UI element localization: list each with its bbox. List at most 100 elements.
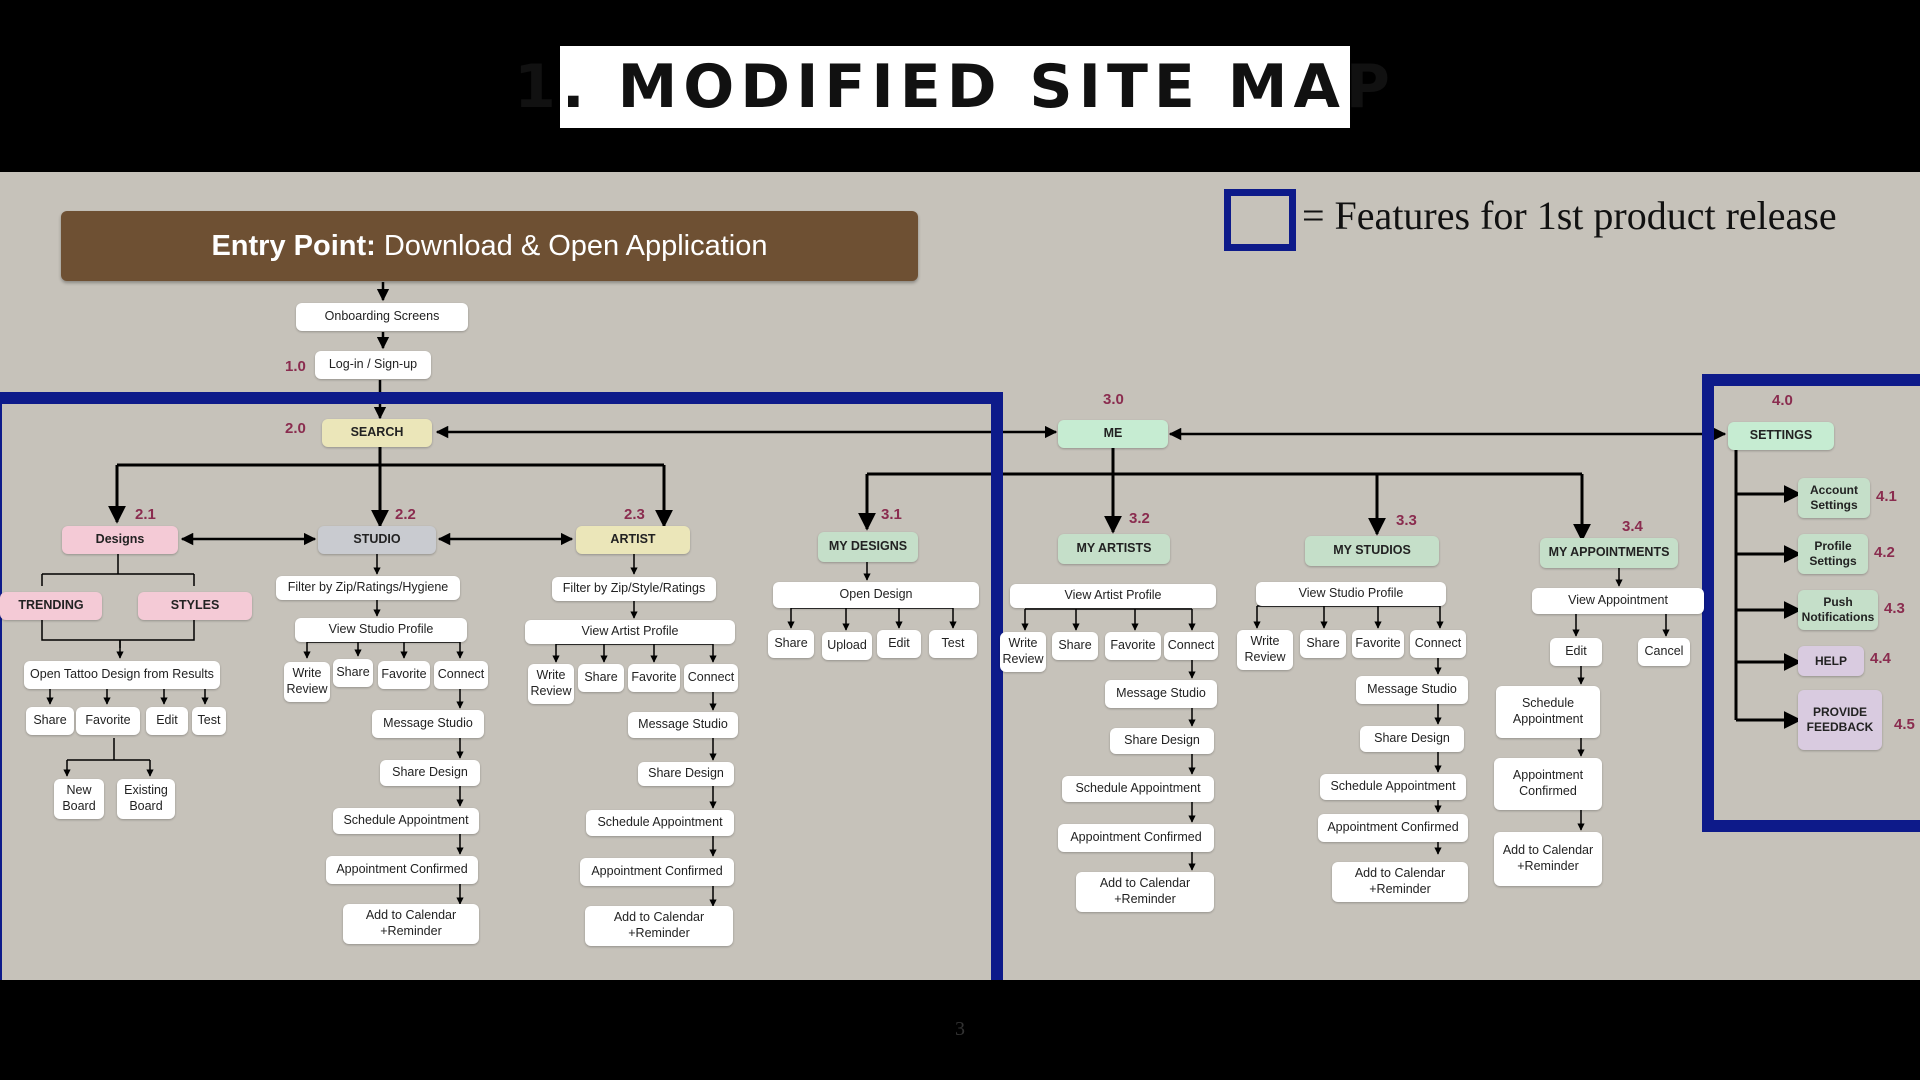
artist-favorite-button[interactable]: Favorite — [628, 664, 680, 692]
studio-add-to-calendar[interactable]: Add to Calendar +Reminder — [343, 904, 479, 944]
account-settings-button[interactable]: Account Settings — [1798, 478, 1870, 518]
artist-filter[interactable]: Filter by Zip/Style/Ratings — [552, 577, 716, 601]
section-number: 2.2 — [395, 506, 416, 523]
studio-filter[interactable]: Filter by Zip/Ratings/Hygiene — [276, 576, 460, 600]
onboarding-screens[interactable]: Onboarding Screens — [296, 303, 468, 331]
view-appointment[interactable]: View Appointment — [1532, 588, 1704, 614]
section-number: 2.1 — [135, 506, 156, 523]
settings-node[interactable]: SETTINGS — [1728, 422, 1834, 450]
push-notifications-button[interactable]: Push Notifications — [1798, 590, 1878, 630]
my-artists-add-to-calendar[interactable]: Add to Calendar +Reminder — [1076, 872, 1214, 912]
studio-favorite-button[interactable]: Favorite — [378, 661, 430, 689]
my-artists-schedule-appointment[interactable]: Schedule Appointment — [1062, 776, 1214, 802]
connector-lines — [41, 282, 1802, 907]
artist-share-button[interactable]: Share — [578, 664, 624, 692]
my-artists-connect-button[interactable]: Connect — [1164, 632, 1218, 660]
styles-node[interactable]: STYLES — [138, 592, 252, 620]
my-designs-upload-button[interactable]: Upload — [822, 632, 872, 660]
my-artists-share-button[interactable]: Share — [1052, 632, 1098, 660]
artist-schedule-appointment[interactable]: Schedule Appointment — [586, 810, 734, 836]
my-appointments-node[interactable]: MY APPOINTMENTS — [1540, 538, 1678, 568]
studio-schedule-appointment[interactable]: Schedule Appointment — [333, 808, 479, 834]
my-studios-add-to-calendar[interactable]: Add to Calendar +Reminder — [1332, 862, 1468, 902]
studio-share-button[interactable]: Share — [333, 659, 373, 687]
designs-edit-button[interactable]: Edit — [146, 707, 188, 735]
section-number: 4.3 — [1884, 600, 1905, 617]
my-studios-share-design[interactable]: Share Design — [1360, 726, 1464, 752]
appointment-edit-button[interactable]: Edit — [1550, 638, 1602, 666]
release-frame-search — [0, 392, 1003, 980]
studio-write-review[interactable]: Write Review — [284, 662, 330, 702]
release-frame-settings — [1702, 374, 1920, 832]
artist-share-design[interactable]: Share Design — [638, 762, 734, 786]
studio-share-design[interactable]: Share Design — [380, 760, 480, 786]
profile-settings-button[interactable]: Profile Settings — [1798, 534, 1868, 574]
appointment-add-to-calendar[interactable]: Add to Calendar +Reminder — [1494, 832, 1602, 886]
appointment-schedule[interactable]: Schedule Appointment — [1496, 686, 1600, 738]
my-designs-edit-button[interactable]: Edit — [877, 630, 921, 658]
section-number: 3.2 — [1129, 510, 1150, 527]
my-artists-appointment-confirmed[interactable]: Appointment Confirmed — [1058, 824, 1214, 852]
artist-write-review[interactable]: Write Review — [528, 664, 574, 704]
section-number: 2.3 — [624, 506, 645, 523]
my-artists-view-profile[interactable]: View Artist Profile — [1010, 584, 1216, 608]
my-artists-message-studio[interactable]: Message Studio — [1105, 680, 1217, 708]
my-studios-write-review[interactable]: Write Review — [1237, 630, 1293, 670]
page-number: 3 — [955, 1018, 965, 1040]
artist-message-studio[interactable]: Message Studio — [628, 712, 738, 738]
my-studios-share-button[interactable]: Share — [1300, 630, 1346, 658]
my-designs-node[interactable]: MY DESIGNS — [818, 532, 918, 562]
my-artists-write-review[interactable]: Write Review — [1000, 632, 1046, 672]
artist-appointment-confirmed[interactable]: Appointment Confirmed — [580, 858, 734, 886]
my-studios-view-profile[interactable]: View Studio Profile — [1256, 582, 1446, 606]
section-number: 3.3 — [1396, 512, 1417, 529]
section-number: 4.1 — [1876, 488, 1897, 505]
section-number: 4.5 — [1894, 716, 1915, 733]
designs-test-button[interactable]: Test — [192, 707, 226, 735]
section-number: 3.4 — [1622, 518, 1643, 535]
entry-point-bold: Entry Point: — [211, 229, 376, 262]
entry-point-text: Download & Open Application — [383, 229, 768, 262]
help-button[interactable]: HELP — [1798, 646, 1864, 676]
studio-connect-button[interactable]: Connect — [434, 661, 488, 689]
my-studios-favorite-button[interactable]: Favorite — [1352, 630, 1404, 658]
my-artists-node[interactable]: MY ARTISTS — [1058, 534, 1170, 564]
studio-message-studio[interactable]: Message Studio — [372, 710, 484, 738]
my-studios-appointment-confirmed[interactable]: Appointment Confirmed — [1318, 814, 1468, 842]
page-title: 1. MODIFIED SITE MAP — [514, 46, 1390, 128]
my-designs-test-button[interactable]: Test — [929, 630, 977, 658]
section-number: 3.0 — [1103, 391, 1124, 408]
new-board-button[interactable]: New Board — [54, 779, 104, 819]
login-signup[interactable]: Log-in / Sign-up — [315, 351, 431, 379]
artist-node[interactable]: ARTIST — [576, 526, 690, 554]
designs-node[interactable]: Designs — [62, 526, 178, 554]
my-studios-node[interactable]: MY STUDIOS — [1305, 536, 1439, 566]
designs-favorite-button[interactable]: Favorite — [76, 707, 140, 735]
studio-appointment-confirmed[interactable]: Appointment Confirmed — [326, 856, 478, 884]
existing-board-button[interactable]: Existing Board — [117, 779, 175, 819]
trending-node[interactable]: TRENDING — [0, 592, 102, 620]
artist-connect-button[interactable]: Connect — [684, 664, 738, 692]
legend-swatch — [1224, 189, 1296, 251]
me-node[interactable]: ME — [1058, 420, 1168, 448]
section-number: 1.0 — [285, 358, 306, 375]
my-studios-connect-button[interactable]: Connect — [1410, 630, 1466, 658]
my-artists-share-design[interactable]: Share Design — [1110, 728, 1214, 754]
entry-point-banner: Entry Point:Download & Open Application — [61, 211, 918, 281]
view-studio-profile[interactable]: View Studio Profile — [295, 618, 467, 642]
designs-share-button[interactable]: Share — [26, 707, 74, 735]
my-artists-favorite-button[interactable]: Favorite — [1105, 632, 1161, 660]
appointment-cancel-button[interactable]: Cancel — [1638, 638, 1690, 666]
my-studios-message-studio[interactable]: Message Studio — [1356, 676, 1468, 704]
my-studios-schedule-appointment[interactable]: Schedule Appointment — [1320, 774, 1466, 800]
artist-add-to-calendar[interactable]: Add to Calendar +Reminder — [585, 906, 733, 946]
search-node[interactable]: SEARCH — [322, 419, 432, 447]
open-tattoo-design[interactable]: Open Tattoo Design from Results — [24, 661, 220, 689]
my-designs-share-button[interactable]: Share — [768, 630, 814, 658]
studio-node[interactable]: STUDIO — [318, 526, 436, 554]
open-design[interactable]: Open Design — [773, 582, 979, 608]
appointment-confirmed[interactable]: Appointment Confirmed — [1494, 758, 1602, 810]
section-number: 3.1 — [881, 506, 902, 523]
provide-feedback-button[interactable]: PROVIDE FEEDBACK — [1798, 690, 1882, 750]
view-artist-profile[interactable]: View Artist Profile — [525, 620, 735, 644]
